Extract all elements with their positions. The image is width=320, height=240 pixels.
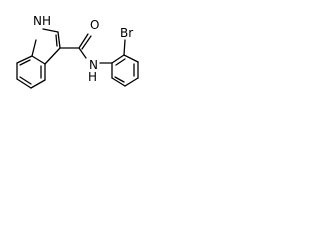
molecule-canvas: NH O N H Br [0, 0, 219, 125]
chemical-structure: NH O N H Br [16, 14, 139, 89]
label-nh: NH [33, 14, 51, 28]
carboxamide-group [59, 33, 113, 64]
indole-pyrrole-ring [31, 28, 61, 65]
label-oxygen: O [90, 18, 99, 32]
bromophenyl-ring [111, 39, 139, 87]
label-bromine: Br [120, 26, 133, 40]
label-nitrogen: N [89, 58, 98, 72]
indole-benzene-ring [16, 55, 46, 89]
label-hydrogen: H [88, 70, 97, 84]
